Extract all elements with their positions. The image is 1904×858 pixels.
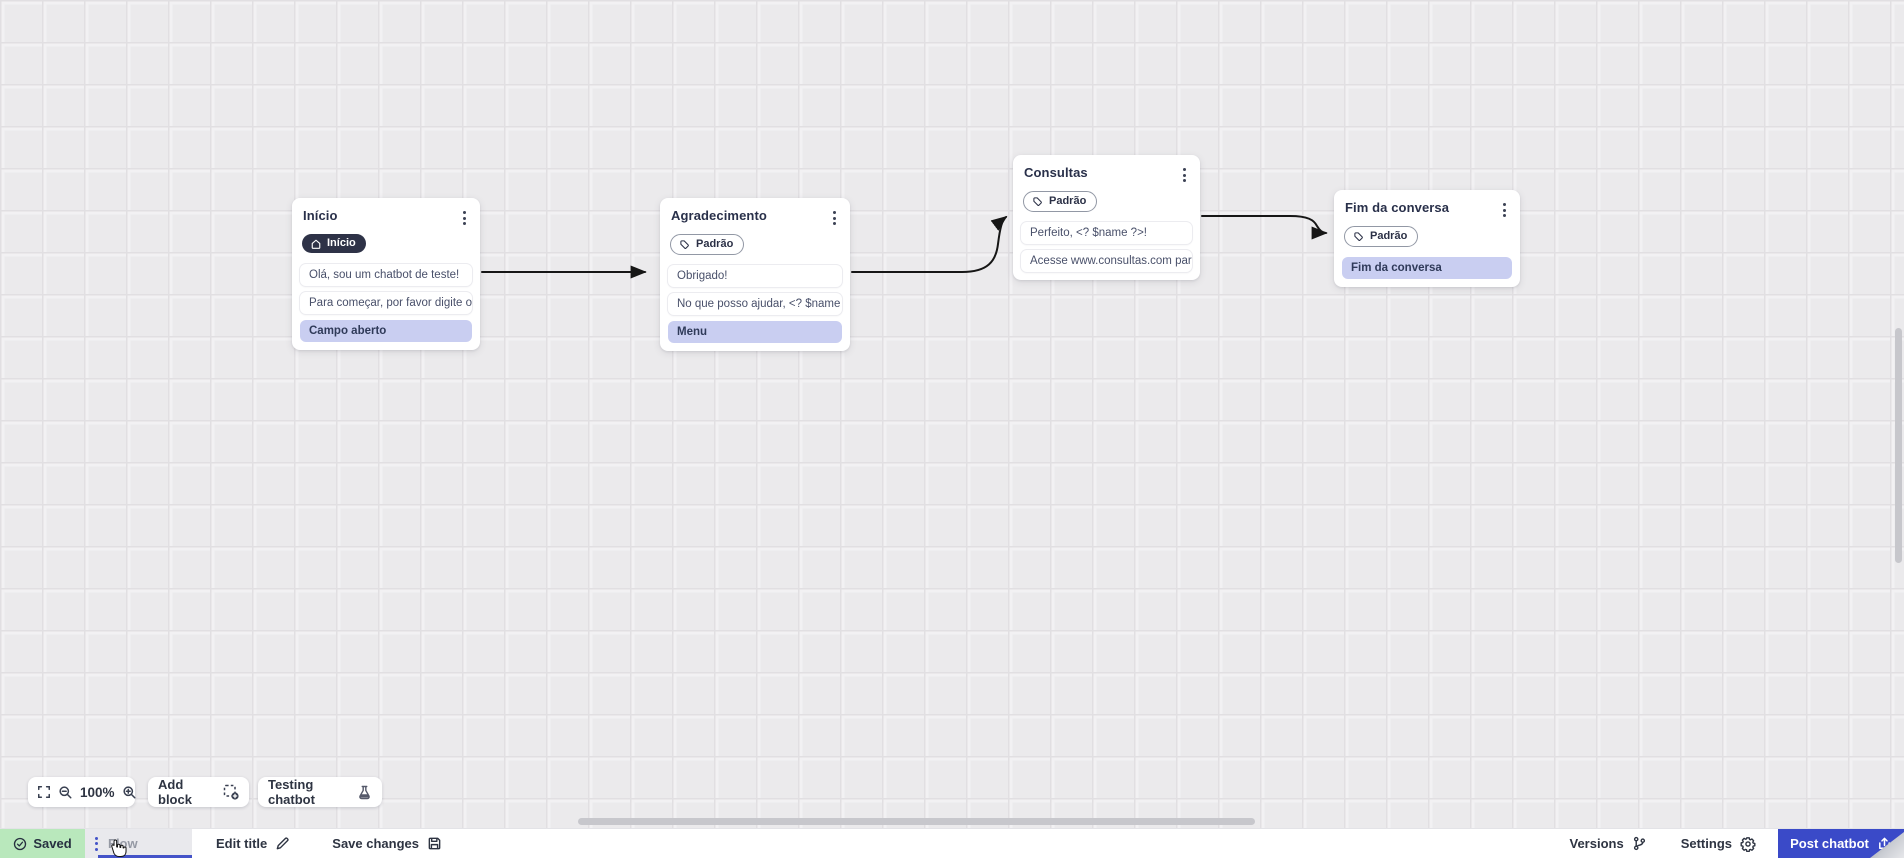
node-menu-icon[interactable] xyxy=(1499,200,1510,220)
bottom-statusbar: Saved Flow Edit title Save changes Versi… xyxy=(0,828,1904,858)
group-badge[interactable]: Padrão xyxy=(1344,226,1419,248)
group-badge[interactable]: Padrão xyxy=(670,234,745,256)
save-changes-button[interactable]: Save changes xyxy=(322,829,452,858)
node-header: Consultas xyxy=(1021,163,1192,185)
node-menu-icon[interactable] xyxy=(1179,165,1190,185)
fullscreen-icon[interactable] xyxy=(37,785,51,799)
node-header: Início xyxy=(300,206,472,228)
tab-flow[interactable]: Flow xyxy=(85,829,192,858)
home-icon xyxy=(310,238,322,250)
edit-title-label: Edit title xyxy=(216,836,268,851)
tag-icon xyxy=(679,239,691,251)
group-badge[interactable]: Início xyxy=(302,234,366,254)
add-block-button[interactable]: Add block xyxy=(148,777,249,807)
save-changes-label: Save changes xyxy=(332,836,419,851)
add-block-icon xyxy=(223,784,239,800)
zoom-in-icon[interactable] xyxy=(122,785,137,800)
flask-icon xyxy=(357,785,372,800)
versions-button[interactable]: Versions xyxy=(1560,829,1657,858)
node-fim-da-conversa[interactable]: Fim da conversa Padrão Fim da conversa xyxy=(1334,190,1520,287)
vertical-scrollbar[interactable] xyxy=(1895,328,1902,563)
check-circle-icon xyxy=(13,837,27,851)
git-branch-icon xyxy=(1632,836,1647,851)
edge-consultas-fim xyxy=(1201,215,1328,240)
testing-chatbot-label: Testing chatbot xyxy=(268,777,315,807)
post-chatbot-button[interactable]: Post chatbot xyxy=(1778,829,1904,858)
versions-label: Versions xyxy=(1569,836,1624,851)
node-title: Fim da conversa xyxy=(1345,200,1450,215)
zoom-toolbar: 100% xyxy=(28,777,137,807)
saved-status-badge: Saved xyxy=(0,829,85,858)
input-block[interactable]: Menu xyxy=(668,320,842,343)
node-title: Início xyxy=(303,208,338,223)
add-block-label: Add block xyxy=(158,777,192,807)
message-block[interactable]: Olá, sou um chatbot de teste! xyxy=(300,263,472,286)
node-title: Agradecimento xyxy=(671,208,767,223)
flow-canvas[interactable]: Início Início Olá, sou um chatbot de tes… xyxy=(0,0,1904,828)
drag-handle-icon[interactable] xyxy=(95,836,98,851)
node-menu-icon[interactable] xyxy=(829,208,840,228)
message-block[interactable]: Perfeito, <? $name ?>! xyxy=(1021,221,1192,244)
node-header: Agradecimento xyxy=(668,206,842,228)
save-icon xyxy=(427,836,442,851)
message-block[interactable]: No que posso ajudar, <? $name ... xyxy=(668,292,842,315)
group-badge[interactable]: Padrão xyxy=(1023,191,1098,213)
node-consultas[interactable]: Consultas Padrão Perfeito, <? $name ?>! … xyxy=(1013,155,1200,280)
edge-connectors xyxy=(481,215,1328,279)
flow-tab-label: Flow xyxy=(108,836,138,851)
zoom-out-icon[interactable] xyxy=(58,785,73,800)
input-block[interactable]: Campo aberto xyxy=(300,319,472,342)
zoom-level: 100% xyxy=(80,784,115,800)
tag-icon xyxy=(1032,196,1044,208)
message-block[interactable]: Obrigado! xyxy=(668,264,842,287)
settings-label: Settings xyxy=(1680,836,1732,851)
message-block[interactable]: Para começar, por favor digite o ... xyxy=(300,291,472,314)
node-header: Fim da conversa xyxy=(1342,198,1512,220)
edit-title-button[interactable]: Edit title xyxy=(206,829,300,858)
active-tab-underline xyxy=(98,855,192,858)
message-block[interactable]: Acesse www.consultas.com par... xyxy=(1021,249,1192,272)
end-block[interactable]: Fim da conversa xyxy=(1342,256,1512,279)
post-chatbot-label: Post chatbot xyxy=(1790,836,1869,851)
testing-chatbot-button[interactable]: Testing chatbot xyxy=(258,777,382,807)
node-menu-icon[interactable] xyxy=(459,208,470,228)
node-title: Consultas xyxy=(1024,165,1088,180)
pencil-icon xyxy=(275,836,290,851)
node-inicio[interactable]: Início Início Olá, sou um chatbot de tes… xyxy=(292,198,480,350)
gear-icon xyxy=(1740,836,1756,852)
horizontal-scrollbar[interactable] xyxy=(578,818,1255,825)
settings-button[interactable]: Settings xyxy=(1671,829,1766,858)
edge-agradecimento-consultas xyxy=(851,215,1008,273)
saved-label: Saved xyxy=(33,836,72,851)
tag-icon xyxy=(1353,231,1365,243)
node-agradecimento[interactable]: Agradecimento Padrão Obrigado! No que po… xyxy=(660,198,850,351)
